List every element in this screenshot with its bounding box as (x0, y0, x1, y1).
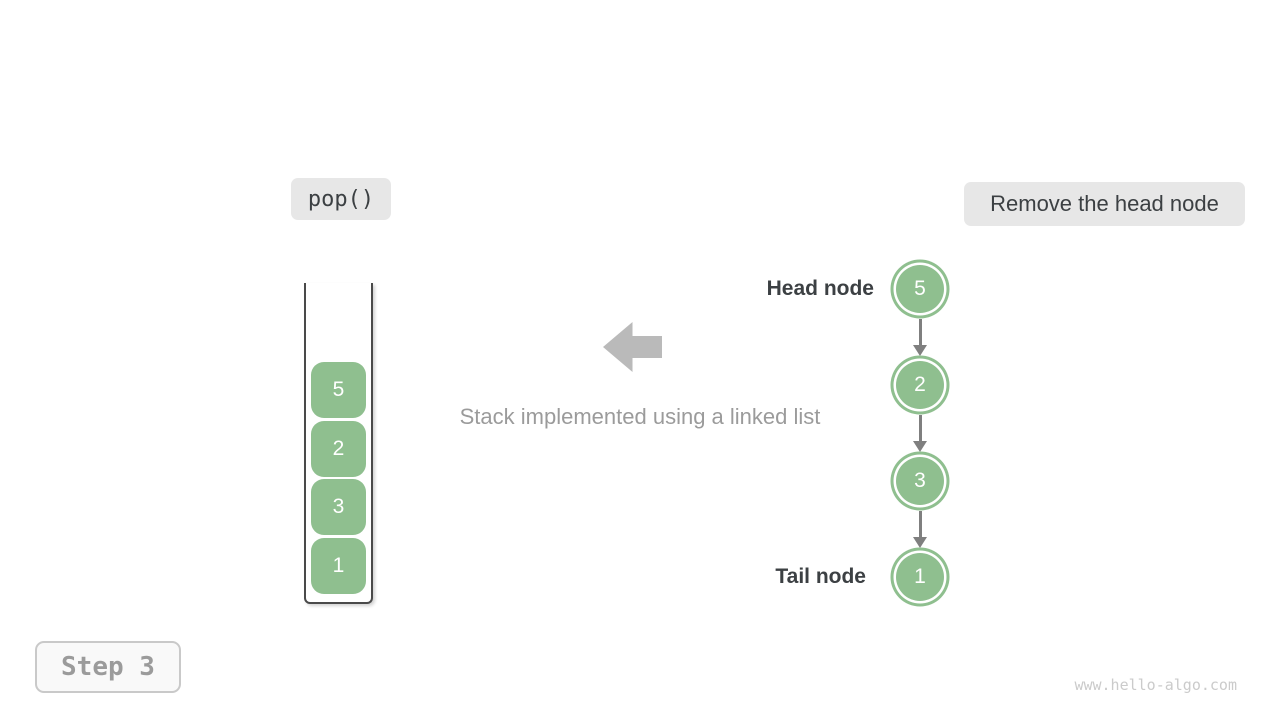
watermark: www.hello-algo.com (1074, 676, 1237, 694)
stack-item: 1 (311, 538, 366, 594)
operation-label: pop() (291, 178, 391, 220)
diagram-caption: Stack implemented using a linked list (459, 404, 821, 429)
linked-list-node: 3 (896, 457, 944, 505)
tail-node-label: Tail node (775, 565, 866, 588)
stack-item: 3 (311, 479, 366, 535)
linked-list-node: 2 (896, 361, 944, 409)
step-badge: Step 3 (35, 641, 181, 693)
linked-list-node: 1 (896, 553, 944, 601)
linked-list-node: 5 (896, 265, 944, 313)
action-label: Remove the head node (964, 182, 1245, 226)
stack-item: 2 (311, 421, 366, 477)
stack-item: 5 (311, 362, 366, 418)
down-arrow-icon (913, 415, 927, 452)
stack-container: 5 2 3 1 (304, 283, 373, 604)
down-arrow-icon (913, 319, 927, 356)
left-block-arrow-icon (603, 322, 662, 372)
down-arrow-icon (913, 511, 927, 548)
head-node-label: Head node (766, 277, 874, 300)
